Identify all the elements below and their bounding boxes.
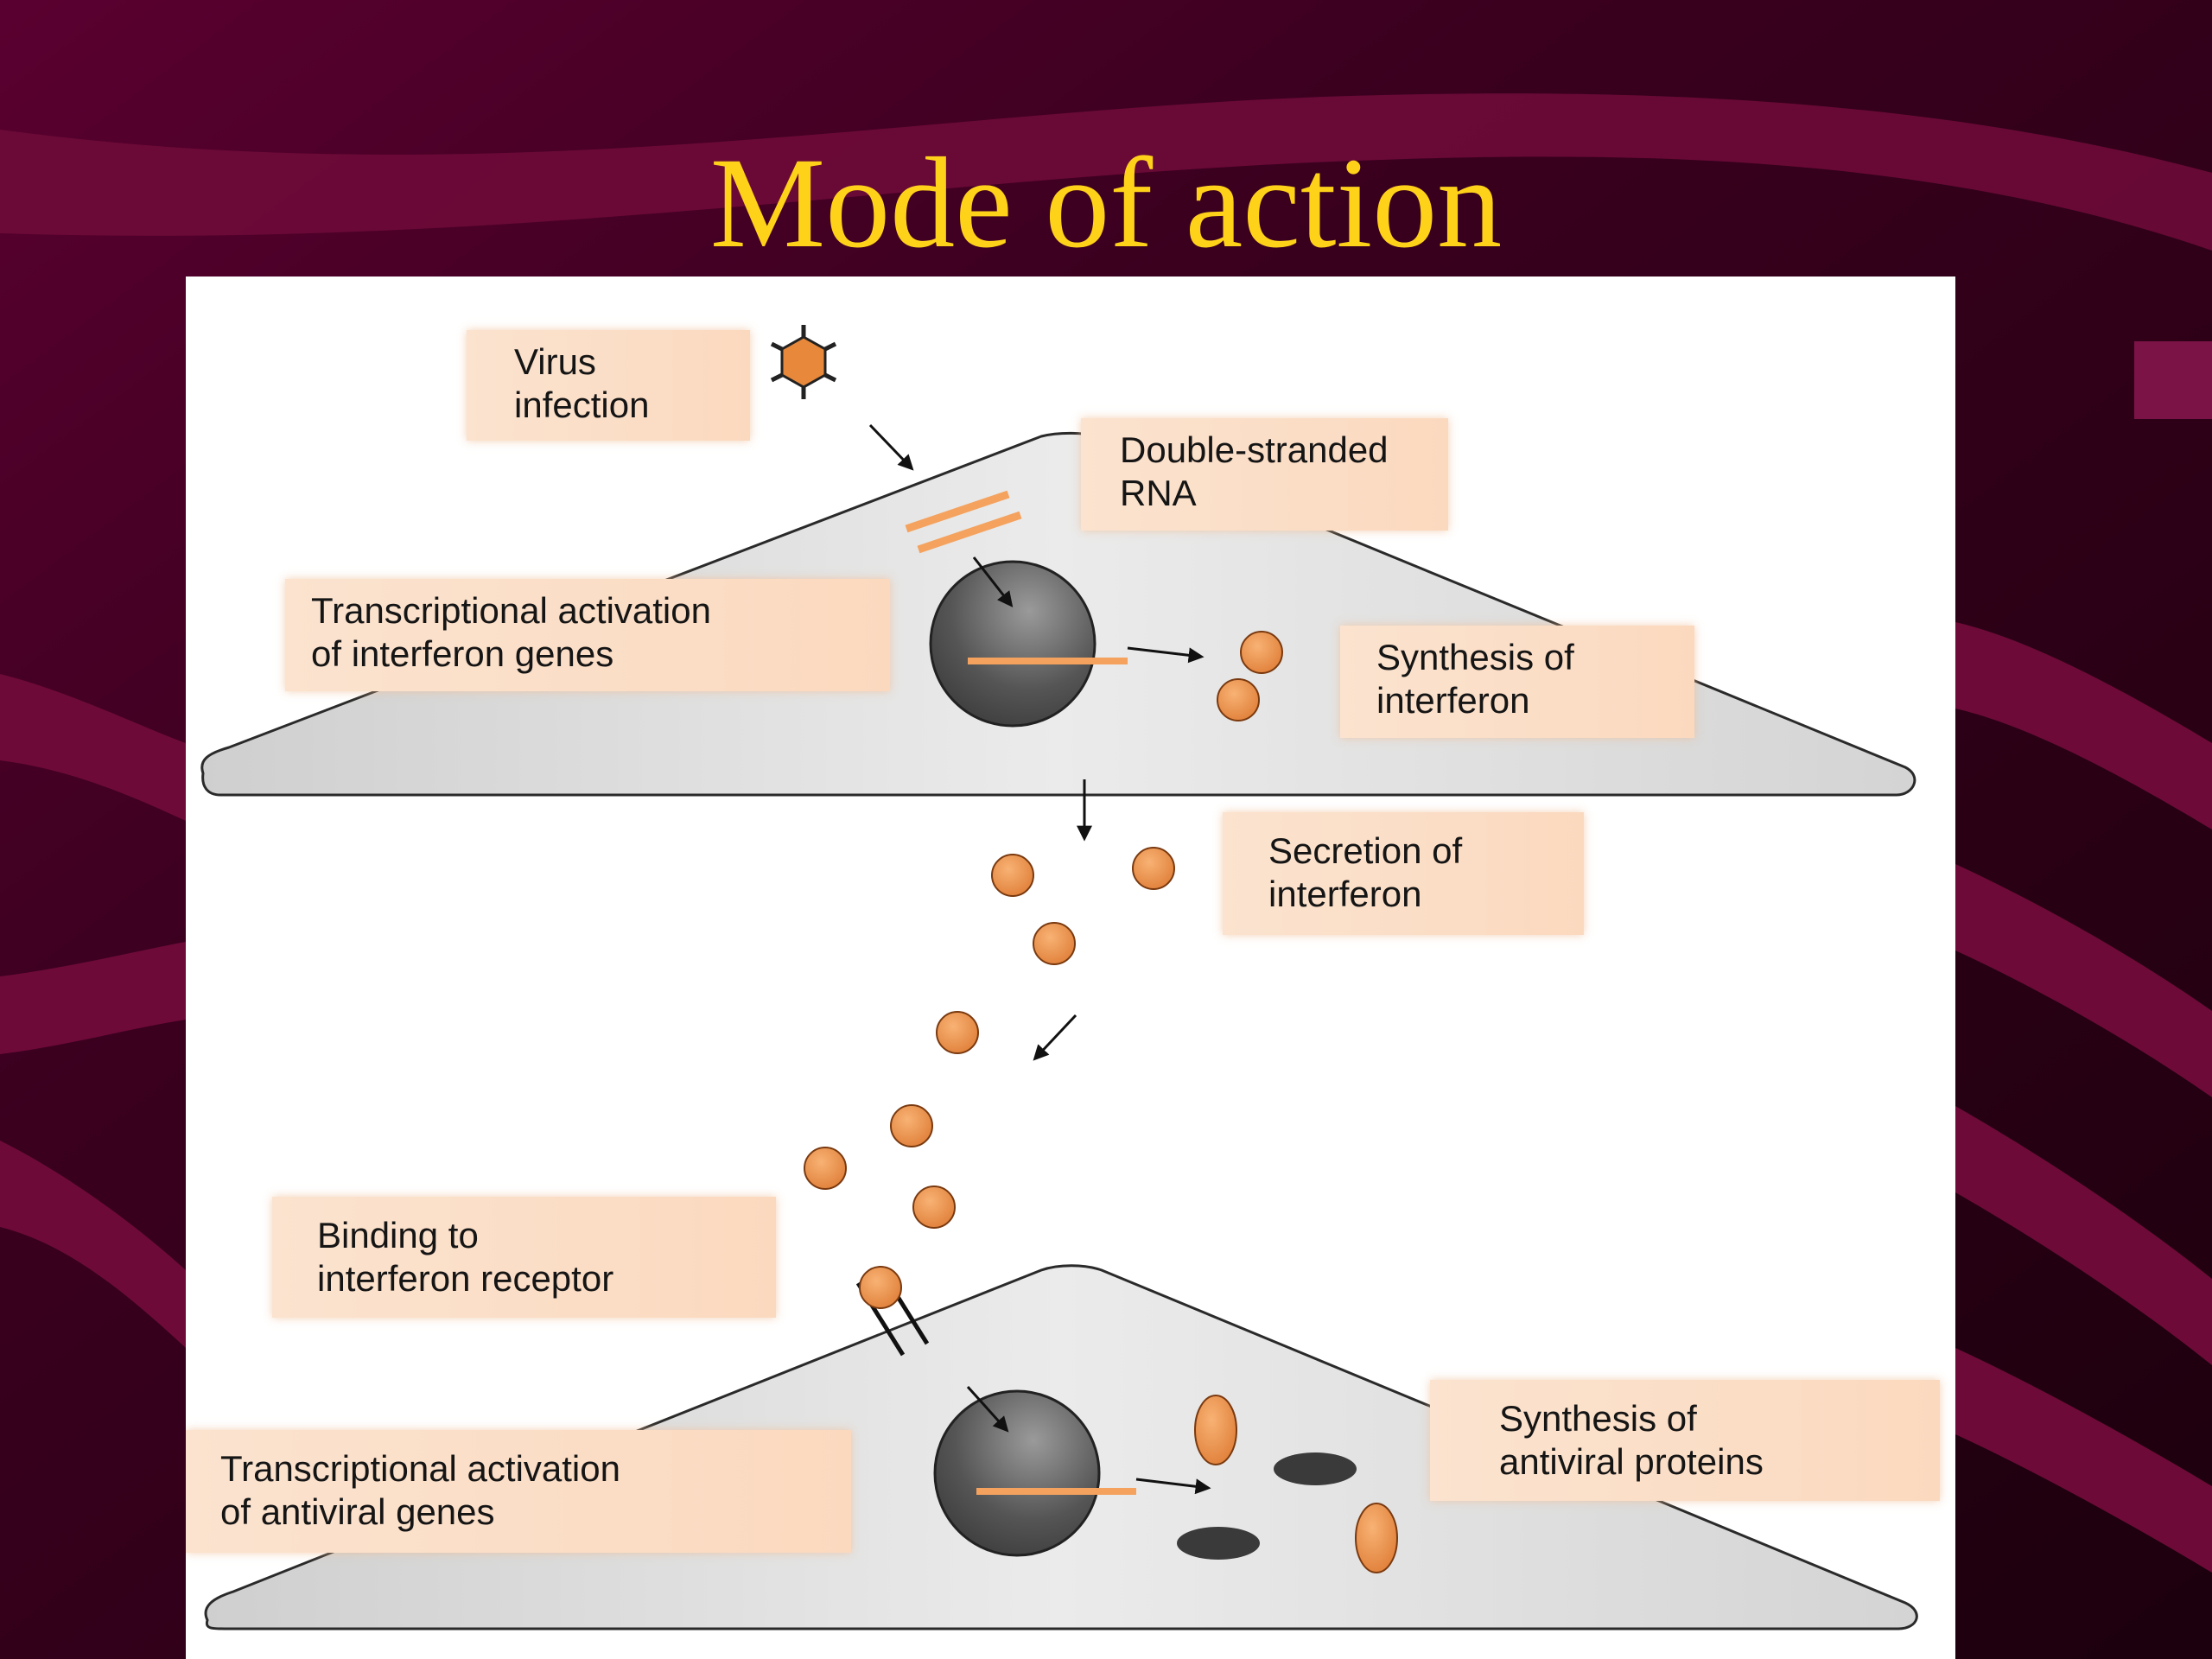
interferon-molecule (912, 1185, 956, 1229)
bound-interferon (859, 1266, 902, 1309)
swoosh-left-1 (0, 674, 186, 821)
swoosh-left-2 (0, 942, 186, 1054)
virus-icon (770, 325, 837, 399)
swoosh-right-3 (1955, 1106, 2212, 1365)
swoosh-right-1 (1955, 622, 2212, 830)
dsrna-strand-1 (905, 490, 1010, 533)
arrow-dsrna-to-nucleus (972, 556, 1014, 607)
arrow-diffusion (1033, 1014, 1077, 1061)
interferon-molecule (890, 1104, 933, 1147)
arrow-gene-to-interferon (1127, 646, 1205, 664)
swoosh-right-2 (1955, 864, 2212, 1097)
slide-title: Mode of action (709, 131, 1503, 275)
interferon-molecule (1217, 678, 1260, 721)
nucleus-top (929, 560, 1096, 728)
label-binding-receptor: Binding to interferon receptor (272, 1197, 776, 1318)
antiviral-protein-dark (1274, 1452, 1357, 1485)
arrow-receptor-to-nucleus (966, 1385, 1009, 1433)
swoosh-top (0, 93, 2212, 251)
antiviral-protein-dark (1177, 1527, 1260, 1560)
interferon-diagram: Virus infection Double-stranded RNA Tran… (186, 276, 1955, 1659)
label-virus-infection: Virus infection (467, 330, 750, 441)
antiviral-protein (1194, 1395, 1237, 1465)
swoosh-right-4 (1955, 1348, 2212, 1573)
label-transcriptional-activation-antiviral: Transcriptional activation of antiviral … (186, 1430, 851, 1553)
interferon-molecule (936, 1011, 979, 1054)
interferon-molecule (804, 1147, 847, 1190)
nucleus-bottom (933, 1389, 1101, 1557)
arrow-gene-to-proteins (1135, 1478, 1211, 1495)
side-tab (2134, 341, 2212, 419)
arrow-virus-entry (868, 423, 914, 471)
antiviral-protein (1355, 1503, 1398, 1573)
label-synthesis-interferon: Synthesis of interferon (1340, 626, 1694, 738)
interferon-molecule (991, 854, 1034, 897)
label-transcriptional-activation-interferon: Transcriptional activation of interferon… (285, 579, 890, 691)
label-secretion-interferon: Secretion of interferon (1223, 812, 1584, 935)
interferon-molecule (1132, 847, 1175, 890)
interferon-molecule (1033, 922, 1076, 965)
label-double-stranded-rna: Double-stranded RNA (1081, 418, 1448, 531)
interferon-molecule (1240, 631, 1283, 674)
label-synthesis-antiviral-proteins: Synthesis of antiviral proteins (1430, 1380, 1940, 1501)
swoosh-left-3 (0, 1141, 186, 1348)
dsrna-strand-2 (917, 511, 1022, 554)
